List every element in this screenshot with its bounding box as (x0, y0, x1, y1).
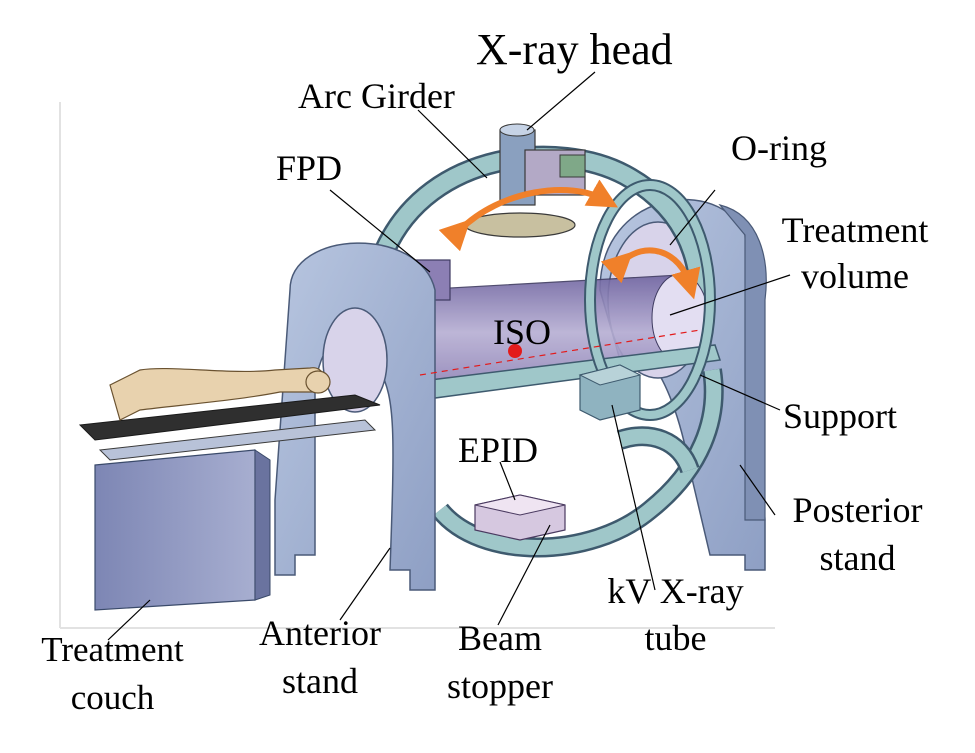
label-epid: EPID (458, 430, 538, 470)
leader-treatment-volume (669, 274, 791, 316)
label-fpd: FPD (276, 148, 343, 188)
leader-posterior-stand (739, 464, 776, 516)
label-o-ring: O-ring (731, 128, 827, 168)
leader-arc-girder (417, 109, 488, 179)
iso-point (508, 344, 522, 358)
label-arc-girder: Arc Girder (298, 76, 455, 116)
label-kv-tube-line1: kV X-ray (607, 571, 744, 611)
leader-fpd (329, 189, 431, 273)
iso-axis-line (419, 329, 701, 376)
label-anterior-stand-line2: stand (282, 661, 358, 701)
anterior-stand (274, 242, 436, 591)
label-treatment-volume-line1: Treatment (781, 210, 929, 250)
leader-o-ring (669, 189, 716, 246)
label-iso: ISO (493, 312, 552, 352)
leader-anterior-stand (339, 547, 391, 621)
patient-figure (109, 367, 331, 421)
leader-kv-tube (611, 404, 656, 591)
leader-lines (107, 71, 791, 641)
label-support: Support (783, 396, 898, 436)
epid-beam-stopper (474, 494, 566, 541)
label-treatment-couch-line1: Treatment (41, 630, 184, 669)
leader-treatment-couch (107, 599, 151, 641)
rotation-arrows (438, 179, 701, 300)
label-anterior-stand-line1: Anterior (259, 613, 381, 653)
label-treatment-couch-line2: couch (70, 678, 155, 717)
o-ring-lower (432, 368, 724, 558)
leader-support (699, 374, 781, 411)
label-kv-tube-line2: tube (644, 618, 707, 658)
label-posterior-stand-line2: stand (819, 538, 896, 578)
label-beam-stopper-line1: Beam (458, 618, 542, 658)
xray-head (464, 123, 586, 238)
label-treatment-volume-line2: volume (801, 256, 909, 296)
label-beam-stopper-line2: stopper (447, 666, 553, 706)
o-ring (584, 179, 716, 421)
kv-tube-box (578, 364, 642, 421)
leader-beam-stopper (497, 524, 551, 626)
leader-xray-head (526, 71, 596, 131)
label-posterior-stand-line1: Posterior (792, 490, 923, 530)
arc-girder (374, 145, 711, 301)
label-xray-head: X-ray head (476, 25, 673, 74)
treatment-couch (78, 394, 381, 611)
leader-epid (499, 461, 516, 501)
